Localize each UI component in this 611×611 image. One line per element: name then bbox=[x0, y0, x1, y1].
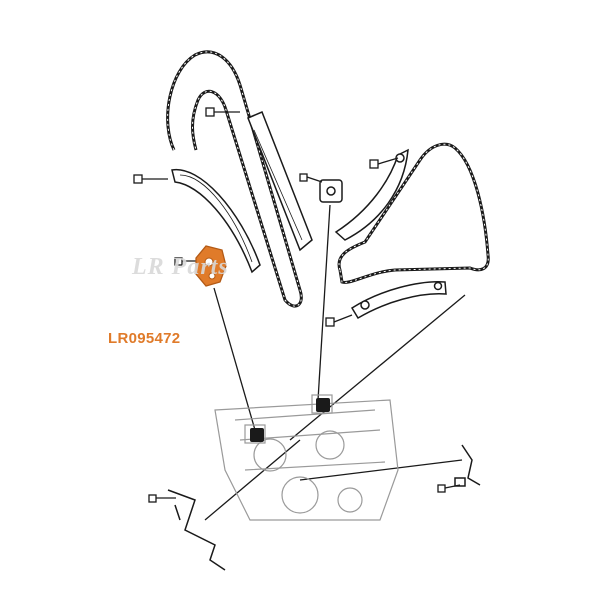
part-number-label: LR095472 bbox=[108, 330, 181, 347]
timing-chain-left bbox=[166, 50, 303, 308]
tensioner-tool-left bbox=[167, 489, 226, 571]
bolt-icon-7 bbox=[148, 494, 176, 503]
engine-tensioner-marks bbox=[250, 398, 330, 442]
bolt-icon-4 bbox=[369, 157, 399, 169]
timing-chain-right bbox=[337, 142, 490, 284]
leader-lines bbox=[204, 204, 466, 521]
watermark-text: LR Parts bbox=[132, 254, 229, 280]
bolt-icon-6 bbox=[325, 314, 353, 327]
chain-tensioner-highlighted bbox=[195, 245, 227, 287]
engine-block bbox=[214, 394, 399, 521]
chain-guide-right-lower bbox=[350, 281, 447, 320]
bolt-group bbox=[133, 107, 461, 503]
chain-tensioner-right bbox=[319, 179, 343, 203]
bolt-icon-5 bbox=[299, 173, 323, 183]
bolt-icon-2 bbox=[133, 174, 168, 184]
chain-guide-left bbox=[171, 168, 261, 274]
tensioner-tool-right bbox=[454, 444, 481, 487]
bolt-icon-1 bbox=[205, 107, 240, 117]
chain-guide-center bbox=[247, 111, 313, 252]
chain-guide-right-upper bbox=[334, 148, 409, 241]
